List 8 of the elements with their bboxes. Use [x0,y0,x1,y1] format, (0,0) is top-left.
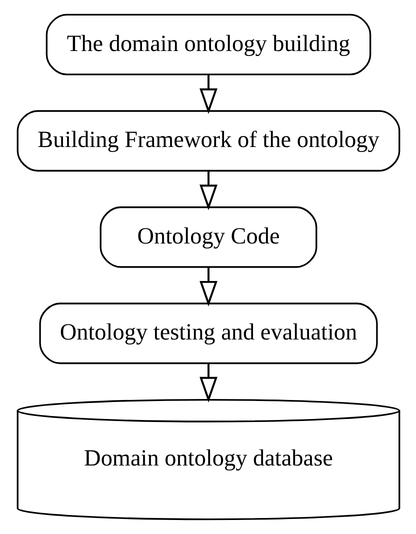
node-box: Ontology Code [99,206,317,268]
arrow [199,74,217,114]
arrow [199,267,217,307]
arrow [199,364,217,403]
node-box: Building Framework of the ontology [16,110,400,172]
node-box: The domain ontology building [45,14,371,76]
node-box: Ontology testing and evaluation [38,302,378,364]
arrow [199,170,217,210]
